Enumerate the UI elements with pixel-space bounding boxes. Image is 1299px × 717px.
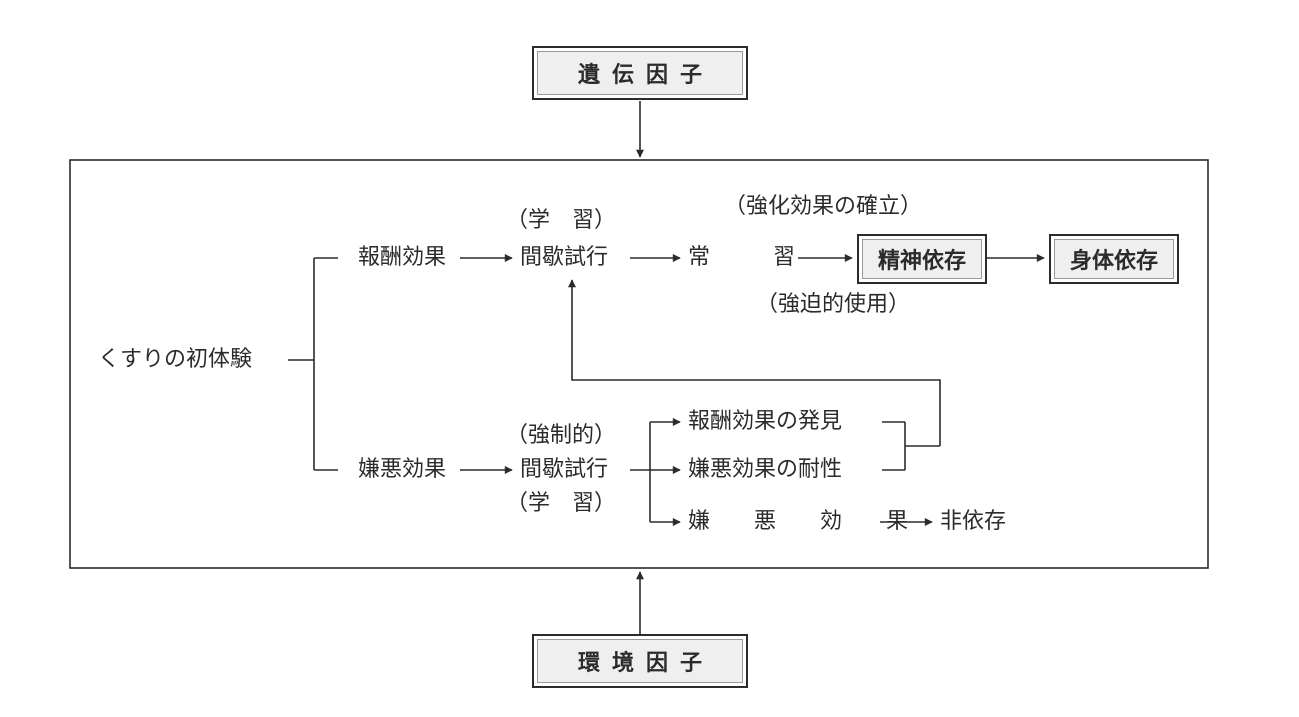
non-dependence-label: 非依存 xyxy=(940,509,1007,534)
forced-label: （強制的） xyxy=(506,423,617,448)
habit-label-right: 習 xyxy=(773,245,796,270)
physical-dependence-box: 身体依存 xyxy=(1049,234,1179,284)
reinforcement-established-label: （強化効果の確立） xyxy=(724,194,923,219)
aversive-effect-label: 嫌悪効果 xyxy=(358,457,447,482)
reward-effect-label: 報酬効果 xyxy=(358,245,447,270)
feedback-loop-arrow xyxy=(568,279,941,446)
reward-discovery-label: 報酬効果の発見 xyxy=(688,409,843,434)
main-frame xyxy=(69,159,1209,569)
learning-label-upper: （学 習） xyxy=(506,208,617,233)
learning-label-lower: （学 習） xyxy=(506,491,617,516)
first-drug-experience-label: くすりの初体験 xyxy=(98,347,253,372)
intermittent-trial-label-lower: 間歇試行 xyxy=(520,457,609,482)
environmental-factor-box: 環境因子 xyxy=(532,634,748,688)
intermittent-trial-label-upper: 間歇試行 xyxy=(520,245,609,270)
aversive-tolerance-label: 嫌悪効果の耐性 xyxy=(688,457,843,482)
compulsive-use-label: （強迫的使用） xyxy=(756,292,911,317)
psychological-dependence-box: 精神依存 xyxy=(857,234,987,284)
aversive-effect-only-label: 嫌悪効果 xyxy=(688,509,953,534)
habit-label-left: 常 xyxy=(688,245,711,270)
genetic-factor-box: 遺伝因子 xyxy=(532,46,748,100)
